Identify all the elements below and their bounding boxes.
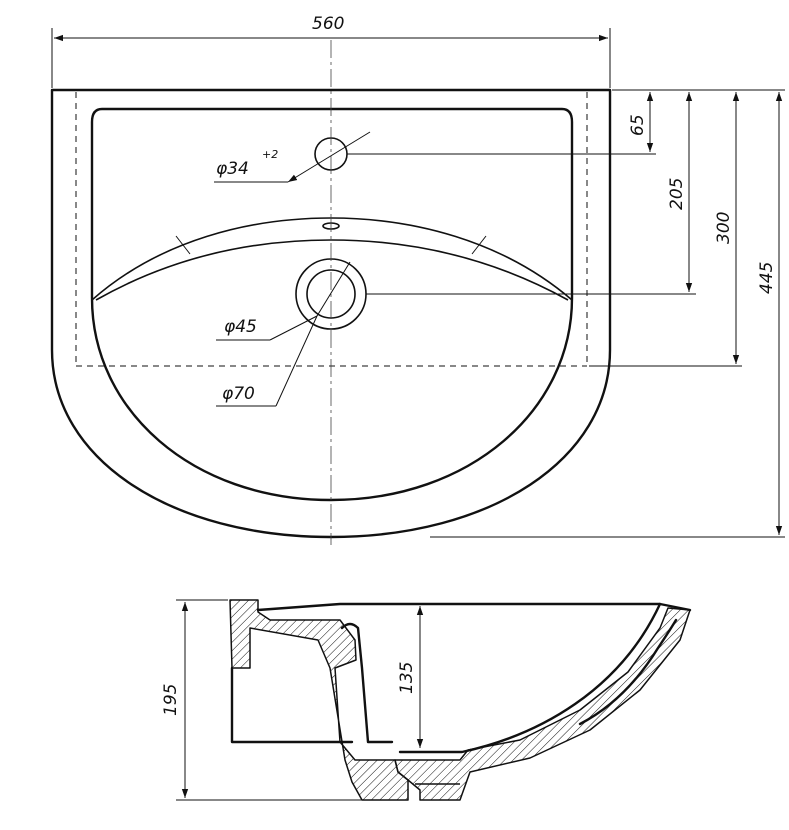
drain-inner-leader-ext (269, 315, 318, 341)
depth-label: 445 (757, 262, 777, 294)
width-label: 560 (312, 14, 344, 34)
bowl-top-line (256, 602, 692, 612)
drain-outer-leader (275, 315, 318, 407)
tap-offset-label: 65 (628, 114, 648, 136)
section-bowl-bottom (394, 607, 691, 801)
basin-inner-rim (90, 107, 574, 502)
top-view: 560 65 205 300 445 φ34 +2 φ45 φ70 (50, 14, 785, 545)
tap-hole-tolerance: +2 (262, 148, 278, 161)
bowl-depth-label: 300 (714, 212, 734, 244)
drain-offset-label: 205 (667, 178, 687, 210)
bowl-height-label: 135 (397, 662, 417, 694)
ridge-mark-left (175, 235, 191, 255)
drain-inner-leader (316, 261, 351, 317)
section-view: 195 135 (161, 599, 692, 801)
tap-leader-arrow (287, 131, 371, 183)
overflow-channel (340, 622, 394, 744)
drain-outer-label: φ70 (222, 384, 255, 404)
height-label: 195 (161, 684, 181, 716)
ridge-mark-right (471, 235, 487, 255)
section-back-wall (229, 599, 409, 801)
bowl-inner-curve (398, 602, 662, 754)
rim-channel (578, 618, 678, 726)
bowl-ridge-lower (95, 239, 569, 301)
back-mount-block (230, 666, 354, 744)
tap-hole-label: φ34 (216, 159, 249, 179)
drain-inner-label: φ45 (224, 317, 257, 337)
